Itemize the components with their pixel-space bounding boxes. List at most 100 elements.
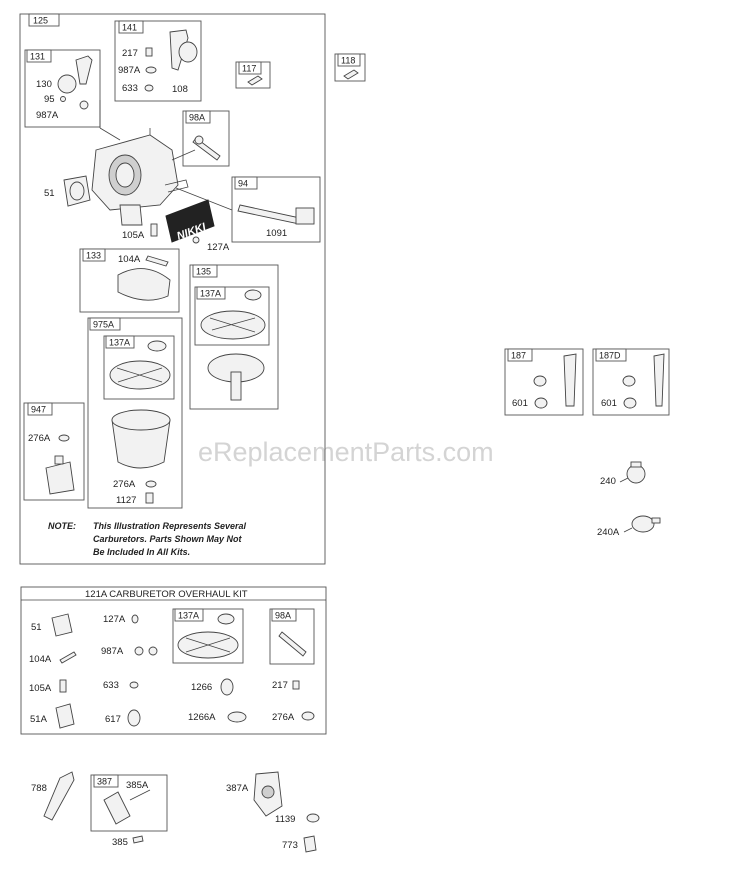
label-1127: 1127	[116, 495, 136, 506]
kit-part-633	[129, 681, 139, 689]
label-240a: 240A	[597, 527, 620, 538]
kit-part-1266	[220, 678, 234, 696]
box-tag-141: 141	[122, 23, 137, 33]
label-385: 385	[112, 837, 128, 848]
box-tag-117: 117	[242, 64, 256, 74]
assembly-118-box: 118	[334, 53, 366, 82]
box-tag-137a: 137A	[200, 289, 221, 299]
part-94-main-nozzle	[237, 204, 301, 225]
kit-part-104a	[59, 651, 77, 664]
assembly-975a-box: 975A 137A 276A 1127	[87, 317, 183, 509]
label-601-187: 601	[512, 398, 528, 409]
part-108-throttle-valve	[178, 41, 198, 63]
label-385a: 385A	[126, 780, 149, 791]
note-line-3: Be Included In All Kits.	[93, 547, 190, 557]
part-1139-washer	[306, 813, 320, 823]
part-130-choke-valve	[57, 74, 77, 94]
part-94-solenoid	[295, 207, 315, 225]
note-line-2: Carburetors. Parts Shown May Not	[93, 534, 243, 544]
box-tag-187: 187	[511, 351, 526, 361]
overhaul-kit-box: 121A CARBURETOR OVERHAUL KIT 51 127A 137…	[20, 586, 327, 735]
label-601-187d: 601	[601, 398, 617, 409]
part-95-screw	[60, 96, 66, 102]
label-130: 130	[36, 79, 52, 90]
label-104a: 104A	[118, 254, 141, 265]
label-108: 108	[172, 84, 188, 95]
kit-part-987a-a	[134, 646, 144, 656]
part-788-linkage: 788	[31, 771, 75, 821]
label-788: 788	[31, 783, 47, 794]
kit-part-987a-b	[148, 646, 158, 656]
box-tag-975a: 975A	[93, 320, 114, 330]
part-276a-washer	[145, 480, 157, 488]
kit-label-104a: 104A	[29, 654, 52, 665]
part-240-fuel-filter: 240	[600, 461, 646, 487]
part-187d-fuel-line	[653, 353, 665, 407]
part-773-nut	[303, 835, 317, 853]
kit-label-633: 633	[103, 680, 119, 691]
box-tag-947: 947	[31, 405, 46, 415]
box-tag-94: 94	[238, 179, 248, 189]
kit-label-217: 217	[272, 680, 288, 691]
part-137a-oring	[244, 289, 262, 301]
part-118-clip	[343, 69, 359, 80]
part-117-clip	[247, 75, 263, 86]
assembly-125-box: 125	[19, 13, 326, 565]
label-633: 633	[122, 83, 138, 94]
box-tag-387: 387	[97, 777, 112, 787]
label-95: 95	[44, 94, 55, 105]
assembly-135-box: 135 137A	[189, 264, 279, 410]
part-1127-bolt	[145, 492, 154, 504]
part-105a-jet	[150, 223, 158, 237]
label-987a-131: 987A	[36, 110, 59, 121]
kit-label-617: 617	[105, 714, 121, 725]
assembly-98a-box: 98A	[182, 110, 230, 167]
kit-part-51	[51, 613, 73, 637]
box-tag-118: 118	[341, 56, 355, 66]
kit-part-217	[292, 680, 300, 690]
kit-box-tag-98a: 98A	[275, 611, 291, 621]
assembly-117-box: 117	[235, 61, 271, 89]
kit-title: 121A CARBURETOR OVERHAUL KIT	[85, 589, 248, 600]
label-240: 240	[600, 476, 616, 487]
carburetor-body	[91, 128, 233, 226]
assembly-141-box: 141 217 987A 633 108	[114, 20, 202, 102]
kit-part-105a	[59, 679, 67, 693]
kit-box-tag-137a: 137A	[178, 611, 199, 621]
label-1139: 1139	[275, 814, 295, 825]
box-tag-131: 131	[30, 52, 45, 62]
kit-part-98a	[278, 631, 307, 657]
box-tag-133: 133	[86, 251, 101, 261]
part-217-screw	[145, 47, 153, 57]
nikki-decal: NIKKI	[165, 199, 215, 243]
note-label: NOTE:	[48, 521, 76, 531]
label-105a: 105A	[122, 230, 145, 241]
kit-label-276a: 276A	[272, 712, 295, 723]
kit-part-127a	[131, 614, 139, 624]
note-line-1: This Illustration Represents Several	[93, 521, 247, 531]
part-987a-seal	[79, 100, 89, 110]
box-tag-187d: 187D	[599, 351, 621, 361]
label-276a-975a: 276A	[113, 479, 136, 490]
box-tag-98a: 98A	[189, 113, 205, 123]
label-51: 51	[44, 188, 55, 199]
assembly-387-box: 387 385A	[90, 774, 168, 832]
part-601-clamp-c	[622, 375, 636, 387]
box-tag-137a-975a: 137A	[109, 338, 130, 348]
part-987a-washer	[145, 66, 157, 74]
part-387-bracket	[103, 791, 131, 825]
part-51-gasket: 51	[44, 175, 91, 207]
part-240a-fuel-filter: 240A	[597, 515, 661, 538]
part-601-clamp-a	[533, 375, 547, 387]
label-1091: 1091	[266, 228, 287, 239]
kit-label-987a: 987A	[101, 646, 124, 657]
kit-label-105a: 105A	[29, 683, 52, 694]
box-tag-125: 125	[33, 16, 48, 26]
assembly-94-box: 94 1091	[231, 176, 321, 243]
assembly-187-box: 187 601	[504, 348, 584, 416]
kit-label-1266: 1266	[191, 682, 212, 693]
assembly-947-box: 947 276A	[23, 402, 85, 501]
label-217: 217	[122, 48, 138, 59]
part-choke-shaft	[75, 55, 93, 85]
